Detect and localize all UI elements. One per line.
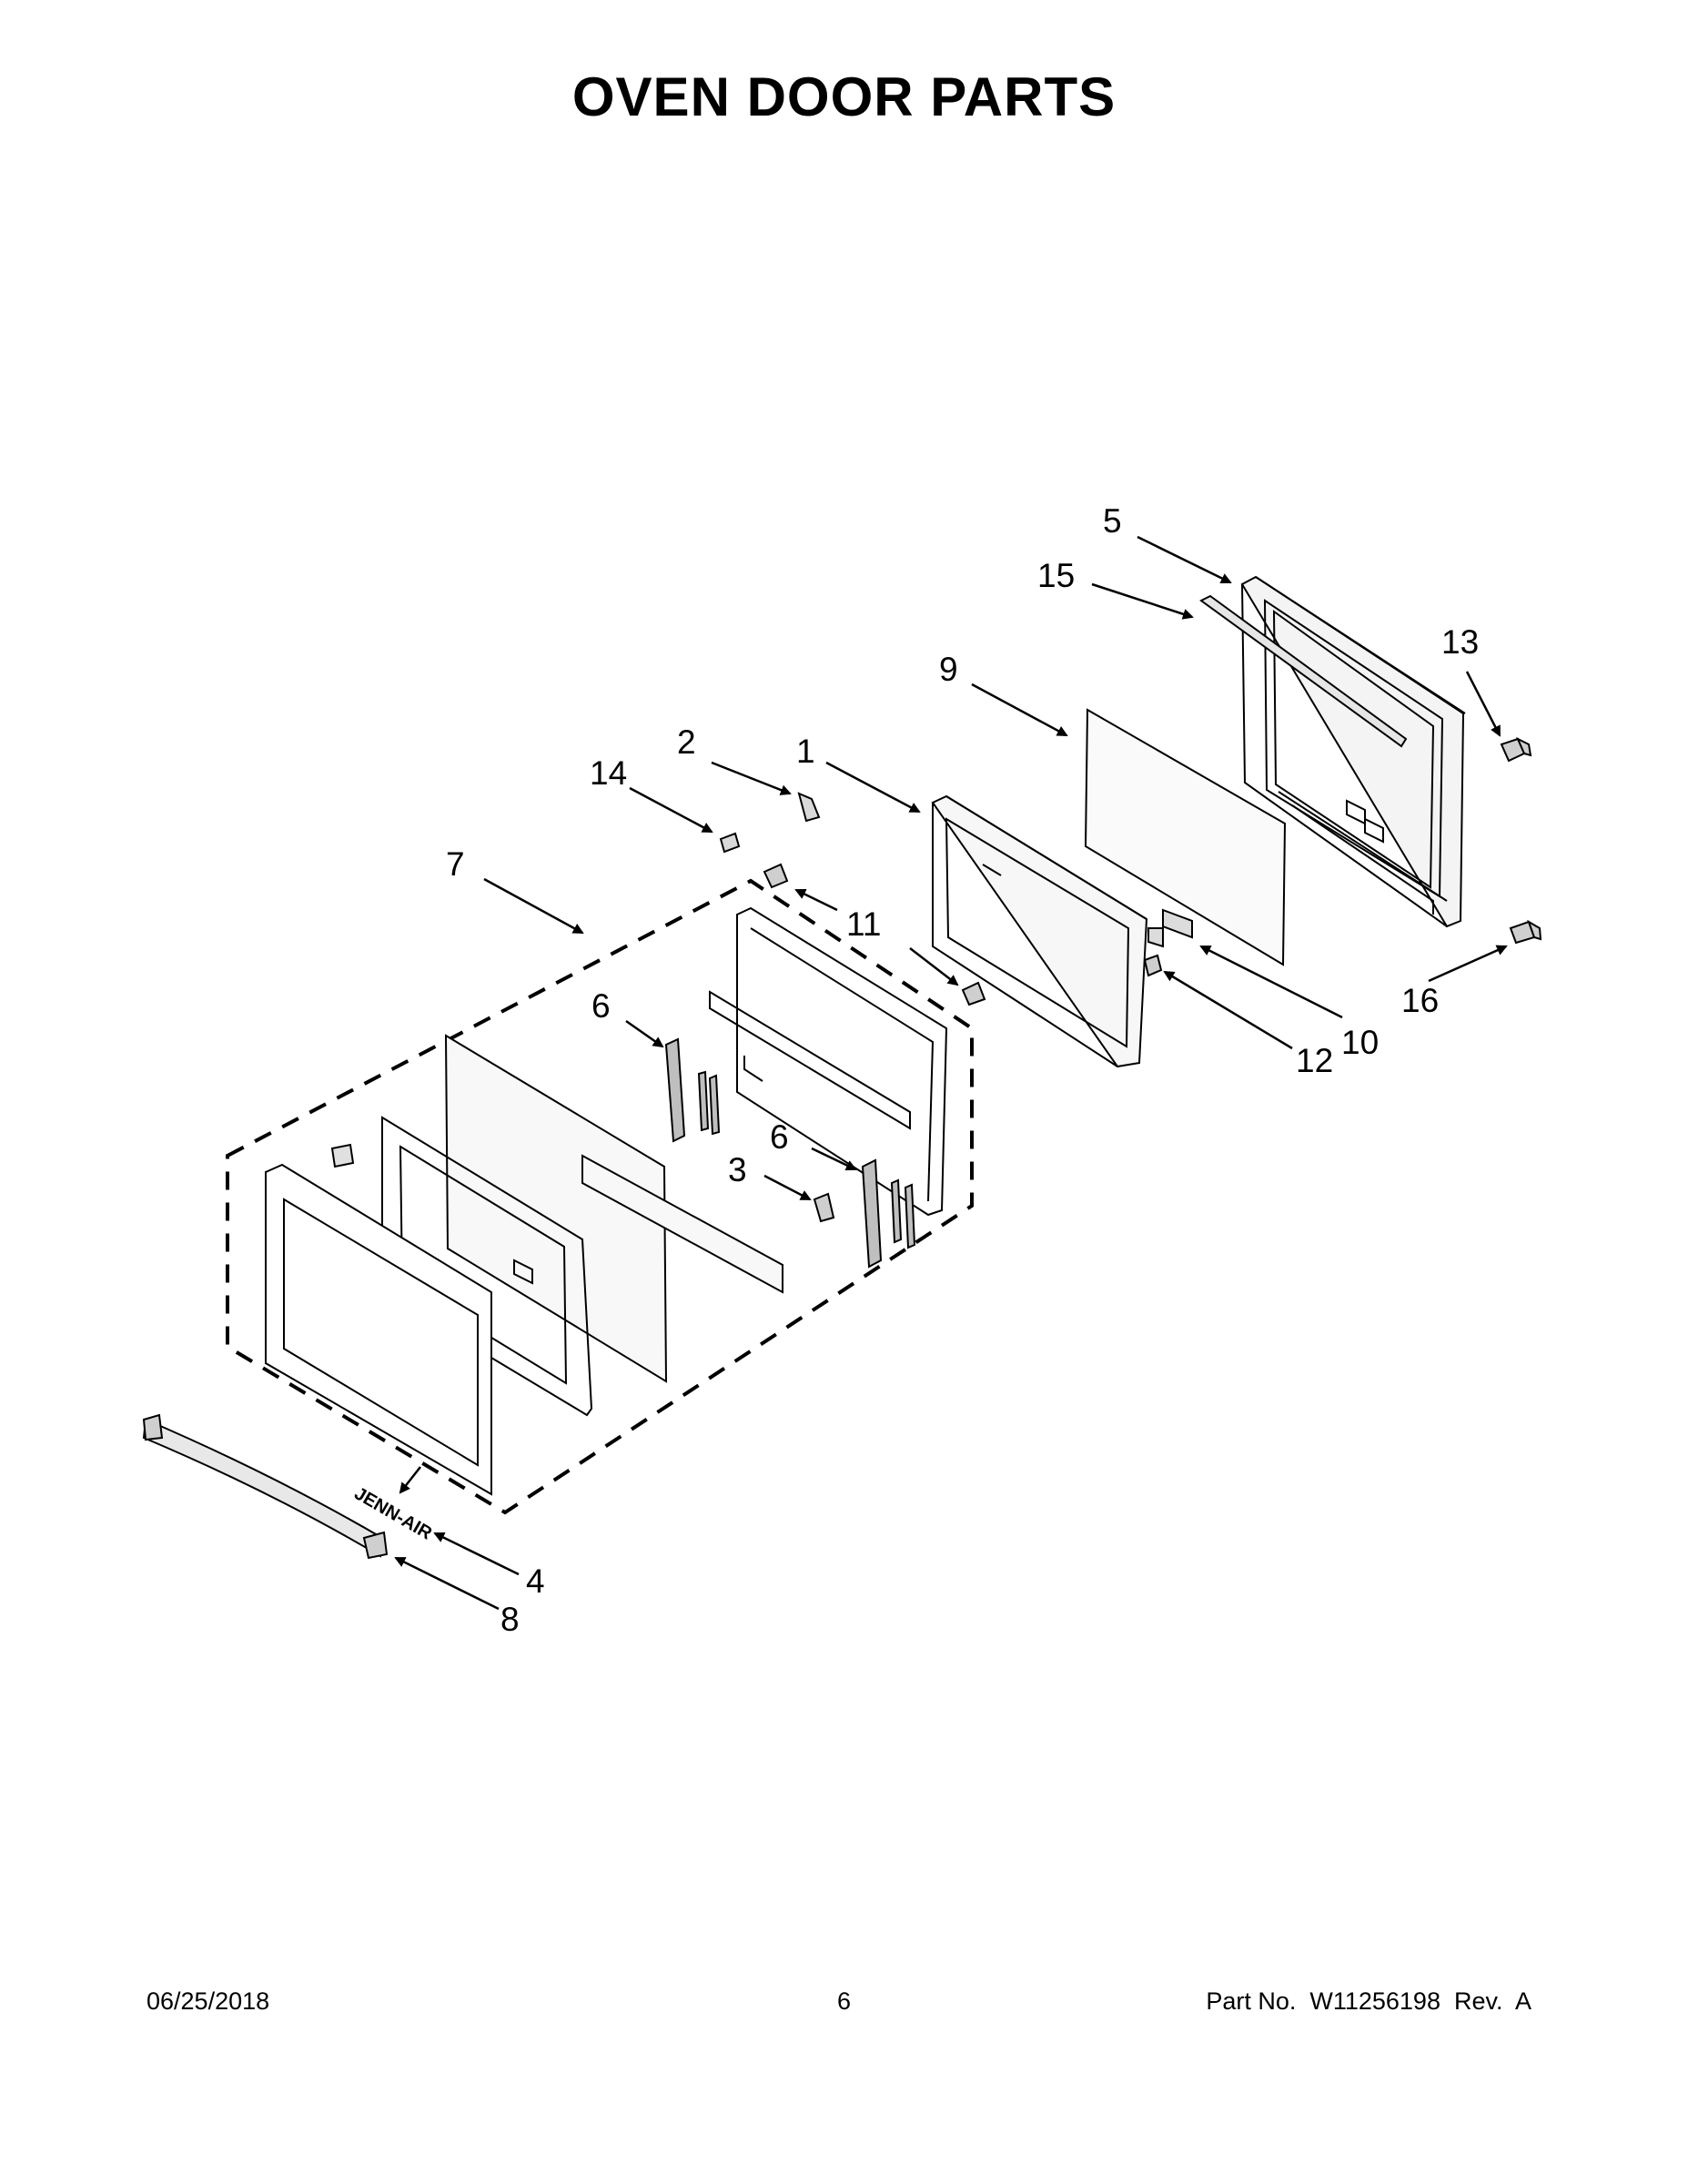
callout-3: 3: [728, 1151, 747, 1188]
callout-1: 1: [796, 733, 815, 770]
callout-14: 14: [590, 754, 627, 792]
callout-2: 2: [677, 723, 696, 761]
leader-11a: [794, 888, 838, 912]
part-7-inner-frame: [709, 906, 948, 1217]
footer-date: 06/25/2018: [147, 1987, 270, 2015]
footer-page-number: 6: [836, 1987, 852, 2015]
leader-1: [825, 761, 921, 814]
callout-8: 8: [500, 1601, 520, 1638]
part-4-outer-door: [265, 1163, 492, 1496]
leader-10: [1199, 945, 1343, 1019]
part-12-screw: [1143, 954, 1163, 977]
part-7-insulation-panel: [444, 1034, 783, 1383]
part-8-door-handle: [142, 1413, 389, 1560]
callout-12: 12: [1296, 1042, 1333, 1079]
callout-6-lower: 6: [770, 1118, 789, 1156]
leader-15: [1091, 582, 1194, 620]
part-14-pad: [719, 832, 741, 854]
part-3-screw: [813, 1192, 835, 1223]
leader-7: [483, 877, 584, 935]
leader-13: [1465, 671, 1501, 737]
callout-13: 13: [1441, 623, 1479, 661]
part-10-bracket: [1147, 908, 1193, 948]
leader-12: [1163, 970, 1293, 1050]
part-9-glass-panel: [1084, 708, 1287, 966]
leader-6a: [625, 1019, 664, 1048]
leader-6b: [811, 1147, 857, 1171]
footer-part-number: Part No. W11256198 Rev. A: [1206, 1987, 1531, 2015]
leader-3: [763, 1174, 812, 1201]
callout-10: 10: [1341, 1024, 1379, 1061]
callout-7: 7: [446, 845, 465, 883]
callout-16: 16: [1401, 982, 1439, 1019]
callout-11: 11: [846, 905, 881, 943]
part-7-assembly-outline: [226, 878, 974, 1515]
page-title: OVEN DOOR PARTS: [571, 66, 1117, 127]
part-6-hinge-lower: [861, 1158, 916, 1269]
leader-11b: [909, 947, 959, 986]
leader-4: [433, 1532, 520, 1576]
callout-9: 9: [939, 651, 958, 688]
part-6-hinge-upper: [664, 1037, 721, 1143]
leader-16: [1428, 945, 1508, 983]
part-2-clip: [797, 792, 821, 823]
leader-9: [971, 682, 1068, 737]
part-7-bracket: [330, 1143, 355, 1168]
leader-4b: [399, 1466, 421, 1494]
leader-8: [394, 1556, 500, 1611]
leader-2: [711, 761, 792, 795]
part-15-trim-strip: [1199, 594, 1408, 748]
leader-arrows: [394, 535, 1508, 1611]
part-13-screw: [1500, 736, 1532, 763]
part-16-screw: [1509, 919, 1542, 945]
leader-5: [1137, 535, 1232, 584]
leader-14: [629, 786, 713, 834]
callout-4: 4: [526, 1562, 545, 1600]
part-1-inner-frame: [931, 794, 1148, 1068]
part-11-screw: [763, 863, 986, 1006]
callout-6-upper: 6: [591, 987, 611, 1025]
callout-15: 15: [1037, 557, 1075, 594]
callout-5: 5: [1103, 502, 1122, 540]
